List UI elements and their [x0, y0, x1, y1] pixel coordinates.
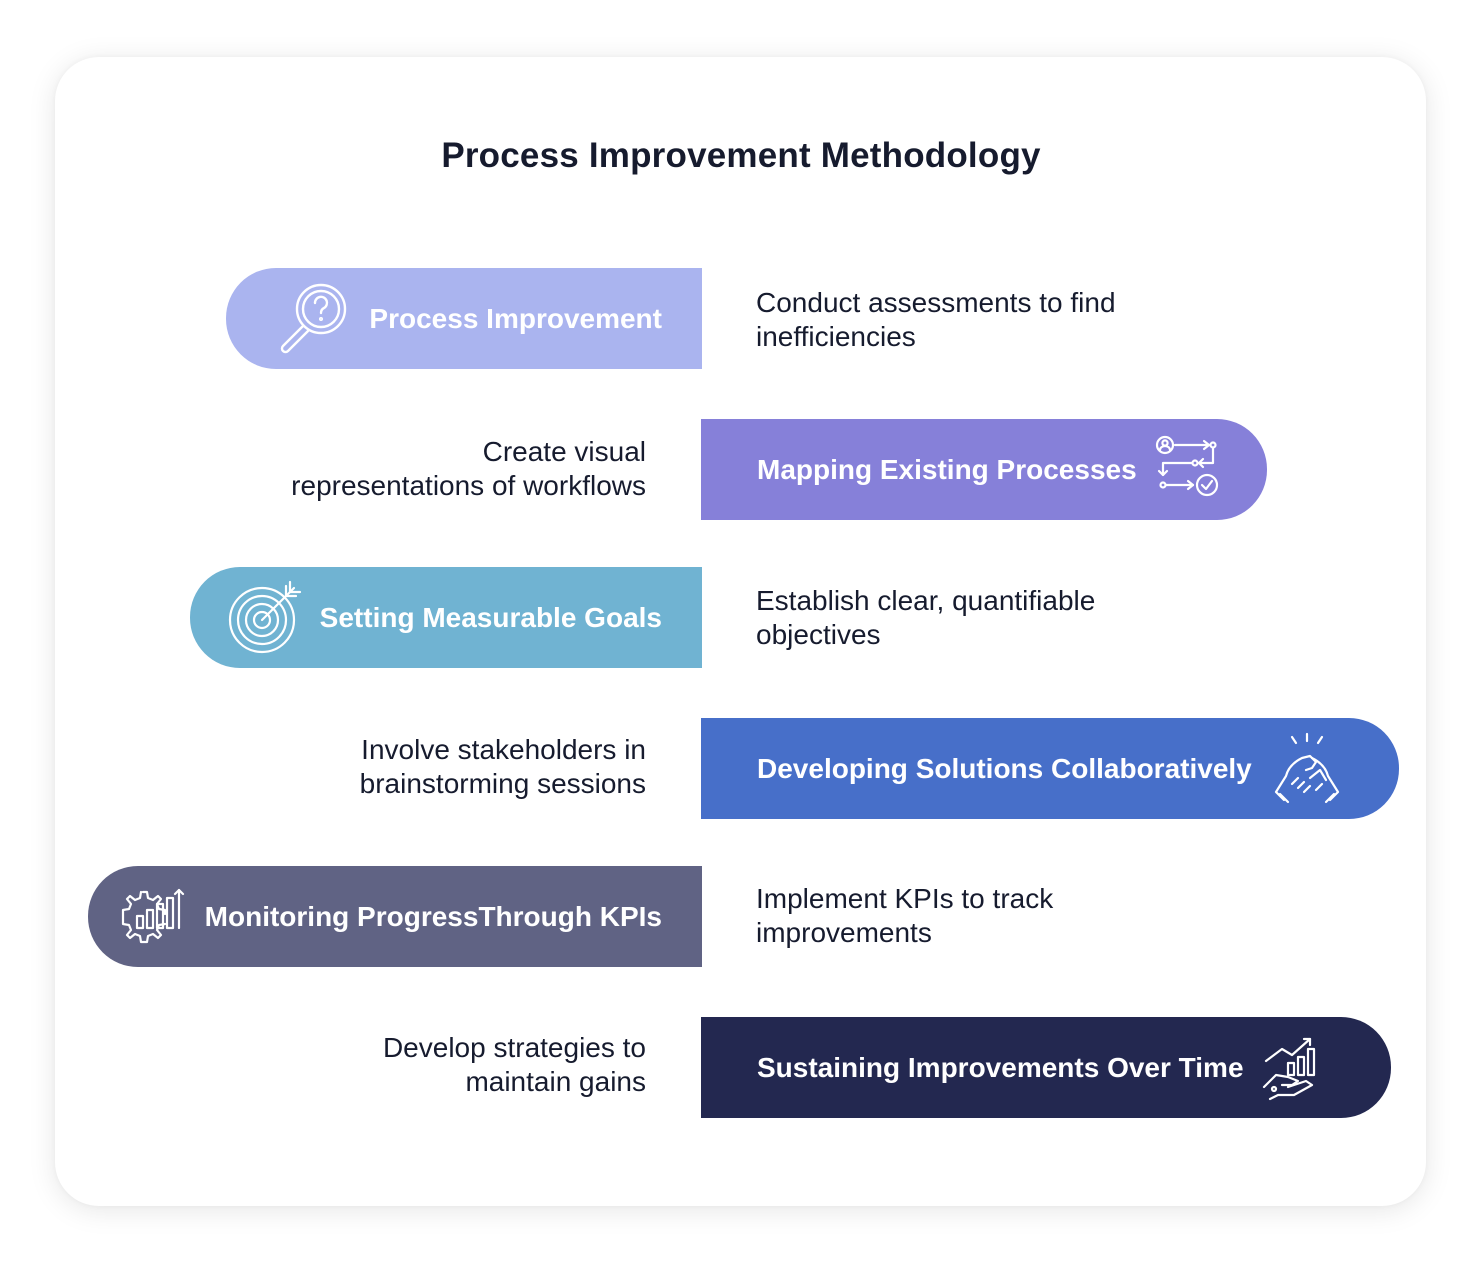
step-description: Develop strategies to maintain gains [206, 1031, 646, 1099]
description-line: maintain gains [465, 1066, 646, 1097]
description-line: Conduct assessments to find [756, 287, 1116, 318]
step-description: Conduct assessments to find inefficienci… [756, 286, 1196, 354]
step-label: Sustaining Improvements Over Time [757, 1051, 1244, 1083]
step-label: Developing Solutions Collaboratively [757, 752, 1252, 784]
step-description: Involve stakeholders in brainstorming se… [206, 733, 646, 801]
handshake-icon [1270, 732, 1344, 806]
step-label: Setting Measurable Goals [319, 601, 662, 633]
description-line: Implement KPIs to track [756, 883, 1054, 914]
description-line: Involve stakeholders in [361, 734, 646, 765]
step-process-improvement: Process Improvement [226, 268, 702, 369]
step-mapping-existing-processes: Mapping Existing Processes [701, 419, 1267, 520]
description-line: objectives [756, 619, 881, 650]
description-line: Establish clear, quantifiable [756, 585, 1096, 616]
step-developing-solutions-collaboratively: Developing Solutions Collaboratively [701, 718, 1399, 819]
page-title: Process Improvement Methodology [441, 136, 1041, 175]
magnifier-question-icon [273, 279, 353, 359]
description-line: brainstorming sessions [359, 768, 646, 799]
target-arrow-icon [228, 580, 304, 656]
step-label: Mapping Existing Processes [757, 453, 1137, 485]
description-line: Develop strategies to [382, 1032, 646, 1063]
step-setting-measurable-goals: Setting Measurable Goals [190, 567, 702, 668]
step-description: Create visual representations of workflo… [206, 435, 646, 503]
description-line: improvements [756, 917, 932, 948]
step-description: Implement KPIs to track improvements [756, 882, 1196, 950]
step-label: Monitoring ProgressThrough KPIs [204, 900, 662, 932]
step-description: Establish clear, quantifiable objectives [756, 584, 1196, 652]
step-sustaining-improvements-over-time: Sustaining Improvements Over Time [701, 1017, 1391, 1118]
gear-chart-icon [113, 886, 189, 948]
step-label: Process Improvement [369, 302, 662, 334]
description-line: inefficiencies [756, 321, 916, 352]
process-flow-icon [1155, 435, 1221, 505]
description-line: representations of workflows [291, 470, 646, 501]
hand-growth-icon [1262, 1035, 1324, 1101]
step-monitoring-progress-through-kpis: Monitoring ProgressThrough KPIs [88, 866, 702, 967]
description-line: Create visual [482, 436, 646, 467]
